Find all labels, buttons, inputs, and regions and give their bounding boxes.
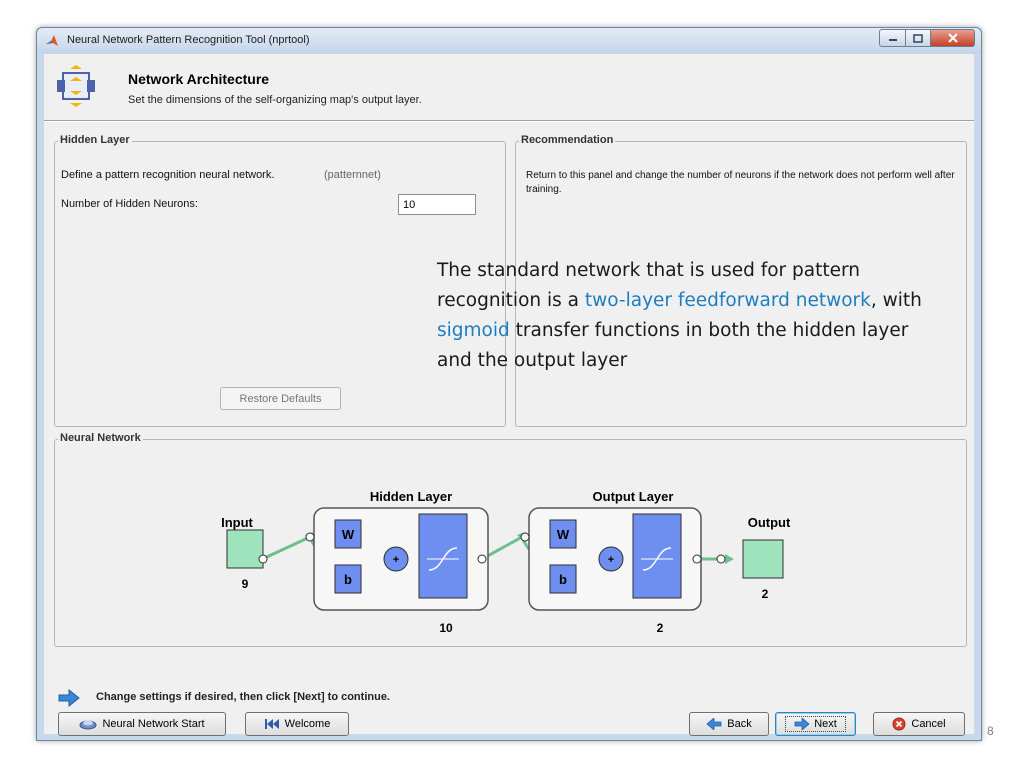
hidden-sum-label: + — [393, 554, 399, 566]
output-connector-port — [716, 554, 726, 564]
hidden-neurons-input[interactable] — [398, 194, 476, 215]
welcome-label: Welcome — [284, 718, 331, 730]
input-port — [258, 554, 268, 564]
hidden-layer-panel: Hidden Layer Define a pattern recognitio… — [54, 134, 506, 427]
recommendation-text: Return to this panel and change the numb… — [526, 170, 955, 195]
hidden-weight-label: W — [342, 527, 355, 542]
footer-hint: Change settings if desired, then click [… — [96, 691, 390, 703]
annotation-link-feedforward[interactable]: two-layer feedforward network — [584, 290, 871, 311]
output-size: 2 — [762, 587, 769, 601]
window-client: Network Architecture Set the dimensions … — [44, 54, 974, 736]
close-icon[interactable] — [931, 29, 975, 47]
hidden-layer-panel-title: Hidden Layer — [58, 134, 132, 146]
define-network-text: Define a pattern recognition neural netw… — [61, 169, 275, 181]
network-diagram: Input 9 Hidden Layer W b + 10 Outp — [221, 489, 791, 635]
output-weight-block — [549, 519, 577, 549]
window-controls — [879, 29, 975, 47]
recommendation-panel: Recommendation Return to this panel and … — [515, 134, 967, 427]
hidden-output-port — [477, 554, 487, 564]
output-sum-node — [598, 546, 624, 572]
hidden-weight-block — [334, 519, 362, 549]
next-button[interactable]: Next — [775, 712, 856, 736]
output-node — [742, 539, 784, 579]
page-subtitle: Set the dimensions of the self-organizin… — [128, 94, 422, 106]
neural-network-start-label: Neural Network Start — [102, 718, 205, 730]
hidden-sum-node — [383, 546, 409, 572]
title-bar[interactable]: Neural Network Pattern Recognition Tool … — [37, 28, 981, 54]
cancel-button[interactable]: Cancel — [873, 712, 965, 736]
neural-network-panel: Neural Network — [54, 432, 967, 647]
neural-network-panel-title: Neural Network — [58, 432, 143, 444]
header-divider — [44, 120, 974, 122]
recommendation-panel-title: Recommendation — [519, 134, 616, 146]
cancel-icon — [892, 717, 906, 731]
hidden-transfer-block — [418, 513, 468, 599]
arrow-right-icon — [794, 718, 810, 730]
cancel-label: Cancel — [911, 718, 946, 730]
output-layer-label: Output Layer — [593, 489, 674, 504]
neural-network-start-button[interactable]: Neural Network Start — [58, 712, 226, 736]
matlab-icon — [46, 35, 58, 46]
slide-annotation: The standard network that is used for pa… — [437, 256, 937, 376]
network-architecture-icon — [57, 65, 95, 107]
output-transfer-block — [632, 513, 682, 599]
hidden-bias-label: b — [344, 572, 352, 587]
output-sum-label: + — [608, 554, 614, 566]
nn-start-icon — [79, 720, 97, 730]
welcome-button[interactable]: Welcome — [245, 712, 349, 736]
input-size: 9 — [242, 577, 249, 591]
page-title: Network Architecture — [128, 71, 270, 87]
output-bias-label: b — [559, 572, 567, 587]
output-bias-block — [549, 564, 577, 594]
output-layer-size: 2 — [657, 621, 664, 635]
next-button-focus: Next — [785, 716, 846, 732]
hidden-input-port — [305, 532, 315, 542]
input-label: Input — [221, 515, 253, 530]
app-window: Neural Network Pattern Recognition Tool … — [36, 27, 982, 741]
output-layer-port — [692, 554, 702, 564]
input-node — [226, 529, 264, 569]
next-label: Next — [814, 718, 837, 730]
arrow-left-icon — [706, 718, 722, 730]
window-title: Neural Network Pattern Recognition Tool … — [67, 34, 310, 46]
hidden-layer-label: Hidden Layer — [370, 489, 452, 504]
slide-page-number: 8 — [987, 724, 994, 738]
annotation-link-sigmoid[interactable]: sigmoid — [437, 320, 510, 341]
output-label: Output — [748, 515, 791, 530]
hidden-neurons-label: Number of Hidden Neurons: — [61, 198, 198, 210]
back-button[interactable]: Back — [689, 712, 769, 736]
patternnet-tag: (patternnet) — [324, 169, 381, 181]
arrow-right-icon — [58, 689, 80, 707]
annotation-part1: The standard network that is used for pa… — [437, 260, 861, 311]
annotation-part2: , with — [870, 290, 922, 311]
rewind-icon — [264, 719, 279, 729]
minimize-icon[interactable] — [879, 29, 906, 47]
back-label: Back — [727, 718, 752, 730]
hidden-bias-block — [334, 564, 362, 594]
maximize-icon[interactable] — [906, 29, 931, 47]
annotation-part3: transfer functions in both the hidden la… — [437, 320, 909, 371]
output-weight-label: W — [557, 527, 570, 542]
restore-defaults-button[interactable]: Restore Defaults — [220, 387, 341, 410]
hidden-layer-size: 10 — [439, 621, 453, 635]
output-input-port — [520, 532, 530, 542]
arrowhead — [725, 554, 734, 564]
